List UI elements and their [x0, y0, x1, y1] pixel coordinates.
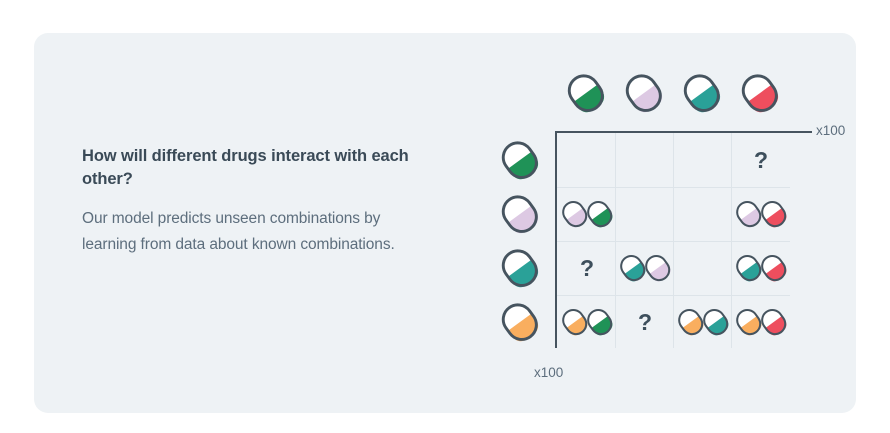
y-axis-scale-label: x100 [534, 365, 564, 380]
matrix-cell-unknown: ? [616, 295, 674, 349]
matrix-cell-empty [674, 187, 732, 241]
drug-pair-icon [620, 254, 673, 285]
matrix-cell-unknown: ? [558, 241, 616, 295]
column-header-drug-lavender [624, 69, 667, 117]
gridline-vertical [673, 133, 674, 348]
y-axis-line [555, 131, 557, 348]
matrix-cell-empty [616, 133, 674, 187]
column-header-drug-red [740, 69, 783, 117]
info-card: How will different drugs interact with e… [34, 33, 856, 413]
matrix-cell-known [732, 187, 790, 241]
gridline-horizontal [557, 295, 790, 296]
page-title: How will different drugs interact with e… [82, 147, 409, 189]
matrix-cell-unknown: ? [732, 133, 790, 187]
description-text: Our model predicts unseen combinations b… [82, 209, 395, 253]
column-header-drug-green [566, 69, 609, 117]
matrix-cell-empty [616, 187, 674, 241]
gridline-vertical [615, 133, 616, 348]
gridline-vertical [731, 133, 732, 348]
x-axis-scale-label: x100 [816, 123, 846, 138]
matrix-cell-known [674, 295, 732, 349]
drug-interaction-matrix: x100 x100 [470, 53, 850, 398]
drug-pair-icon [736, 254, 789, 285]
matrix-cell-known [732, 295, 790, 349]
matrix-cell-empty [674, 133, 732, 187]
matrix-cell-known [558, 295, 616, 349]
x-axis-extension-line [790, 131, 812, 133]
row-header-drug-lavender [500, 187, 543, 241]
question-mark: ? [753, 146, 769, 173]
column-header-drug-teal [682, 69, 725, 117]
text-block: How will different drugs interact with e… [82, 145, 412, 258]
row-header-drug-orange [500, 295, 543, 349]
question-mark: ? [637, 308, 653, 335]
question-mark: ? [579, 254, 595, 281]
drug-pair-icon [678, 308, 731, 339]
matrix-cell-empty [674, 241, 732, 295]
drug-pair-icon [562, 200, 615, 231]
row-header-drug-green [500, 133, 543, 187]
matrix-cell-empty [558, 133, 616, 187]
matrix-cell-known [732, 241, 790, 295]
matrix-cell-known [558, 187, 616, 241]
matrix-cell-known [616, 241, 674, 295]
x-axis-line [555, 131, 810, 133]
drug-pair-icon [736, 200, 789, 231]
drug-pair-icon [562, 308, 615, 339]
row-header-drug-teal [500, 241, 543, 295]
drug-pair-icon [736, 308, 789, 339]
gridline-horizontal [557, 241, 790, 242]
